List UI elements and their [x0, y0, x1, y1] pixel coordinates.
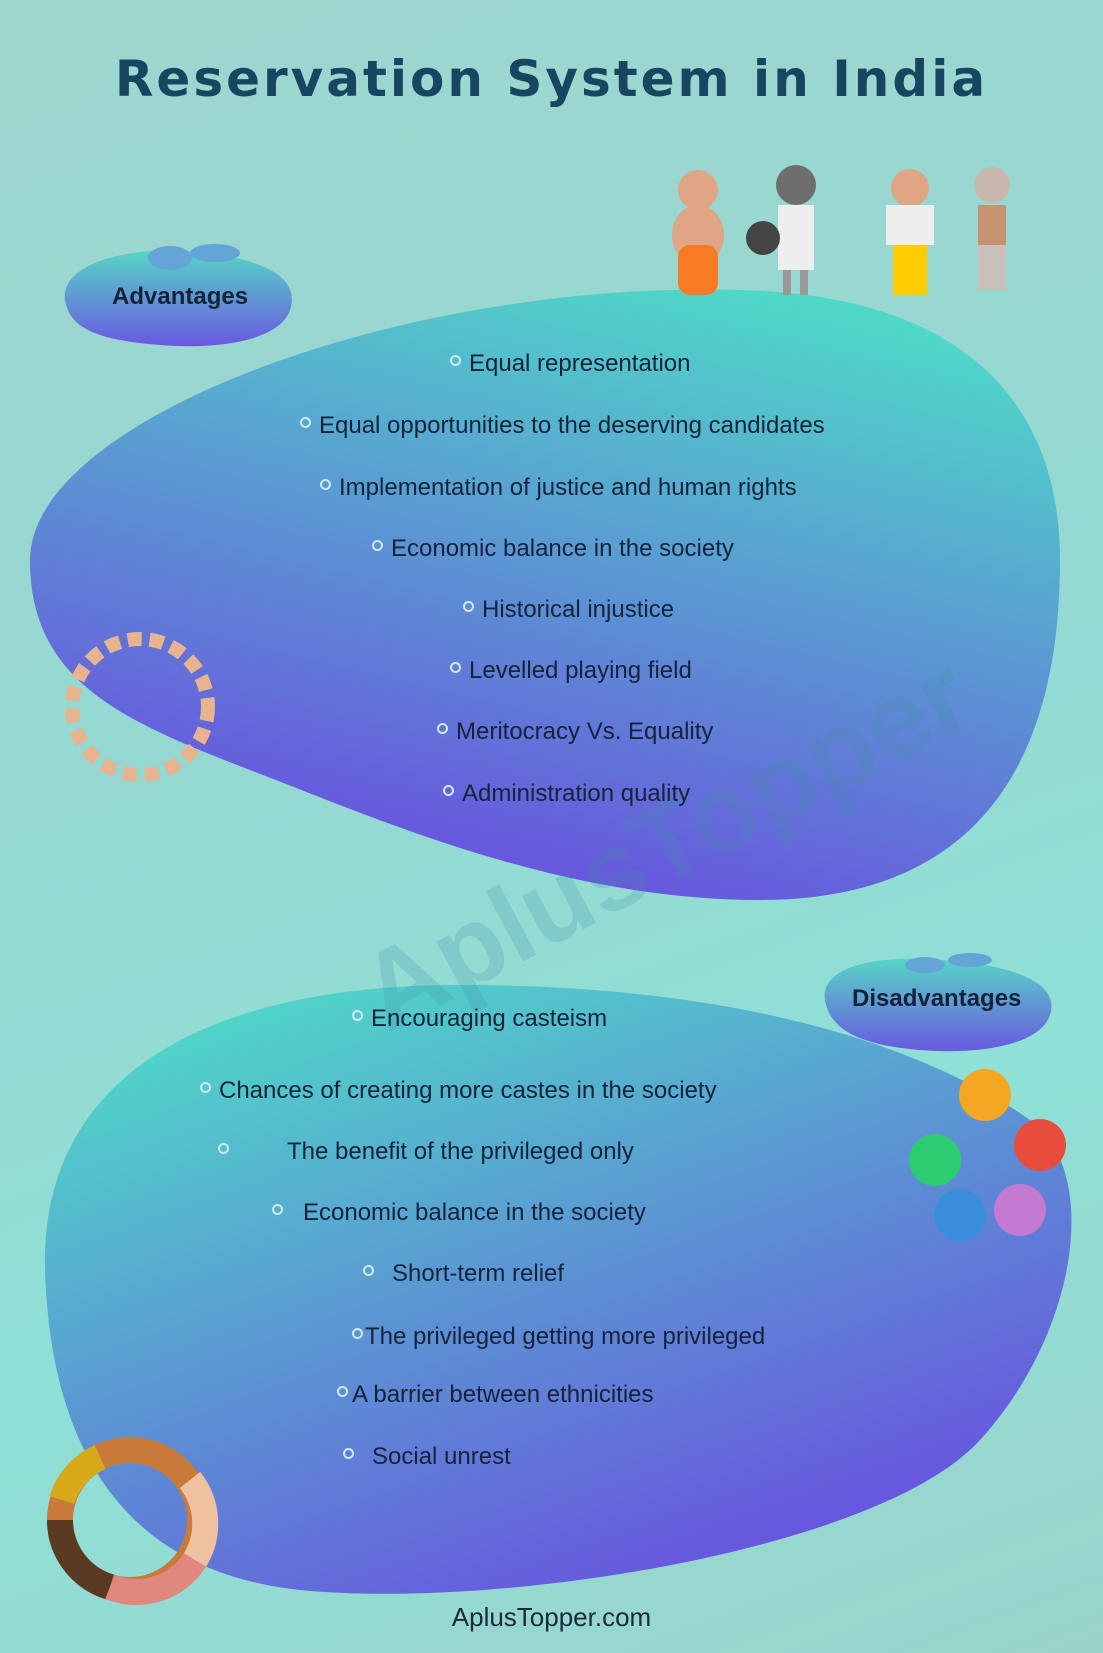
advantages-blob [30, 289, 1060, 900]
list-item: Economic balance in the society [372, 535, 734, 563]
list-item: The benefit of the privileged only [218, 1138, 634, 1166]
list-item: Encouraging casteism [352, 1005, 607, 1033]
advantages-badge-shape [64, 250, 292, 347]
handprints-illustration [909, 1069, 1066, 1241]
list-item: Social unrest [343, 1443, 511, 1471]
people-illustration [672, 165, 1010, 295]
list-item: Historical injustice [463, 596, 674, 624]
page-title: Reservation System in India [114, 50, 989, 108]
list-item: Equal opportunities to the deserving can… [300, 412, 825, 440]
disadvantages-blob [44, 985, 1072, 1594]
list-item: Levelled playing field [450, 657, 692, 685]
disadvantages-badge-shape [824, 958, 1052, 1052]
list-item: Administration quality [443, 780, 690, 808]
list-item: Economic balance in the society [272, 1199, 646, 1227]
list-item: Equal representation [450, 350, 690, 378]
list-item: Implementation of justice and human righ… [320, 474, 797, 502]
footer-site-name: AplusTopper.com [451, 1602, 652, 1632]
list-item: Chances of creating more castes in the s… [200, 1077, 717, 1105]
hands-circle-illustration [47, 1437, 219, 1606]
list-item: A barrier between ethnicities [337, 1381, 654, 1409]
list-item: Short-term relief [363, 1260, 564, 1288]
children-circle-illustration [65, 632, 215, 782]
disadvantages-heading: Disadvantages [852, 985, 1022, 1012]
list-item: The privileged getting more privileged [352, 1323, 765, 1351]
advantages-heading: Advantages [112, 283, 249, 310]
list-item: Meritocracy Vs. Equality [437, 718, 713, 746]
